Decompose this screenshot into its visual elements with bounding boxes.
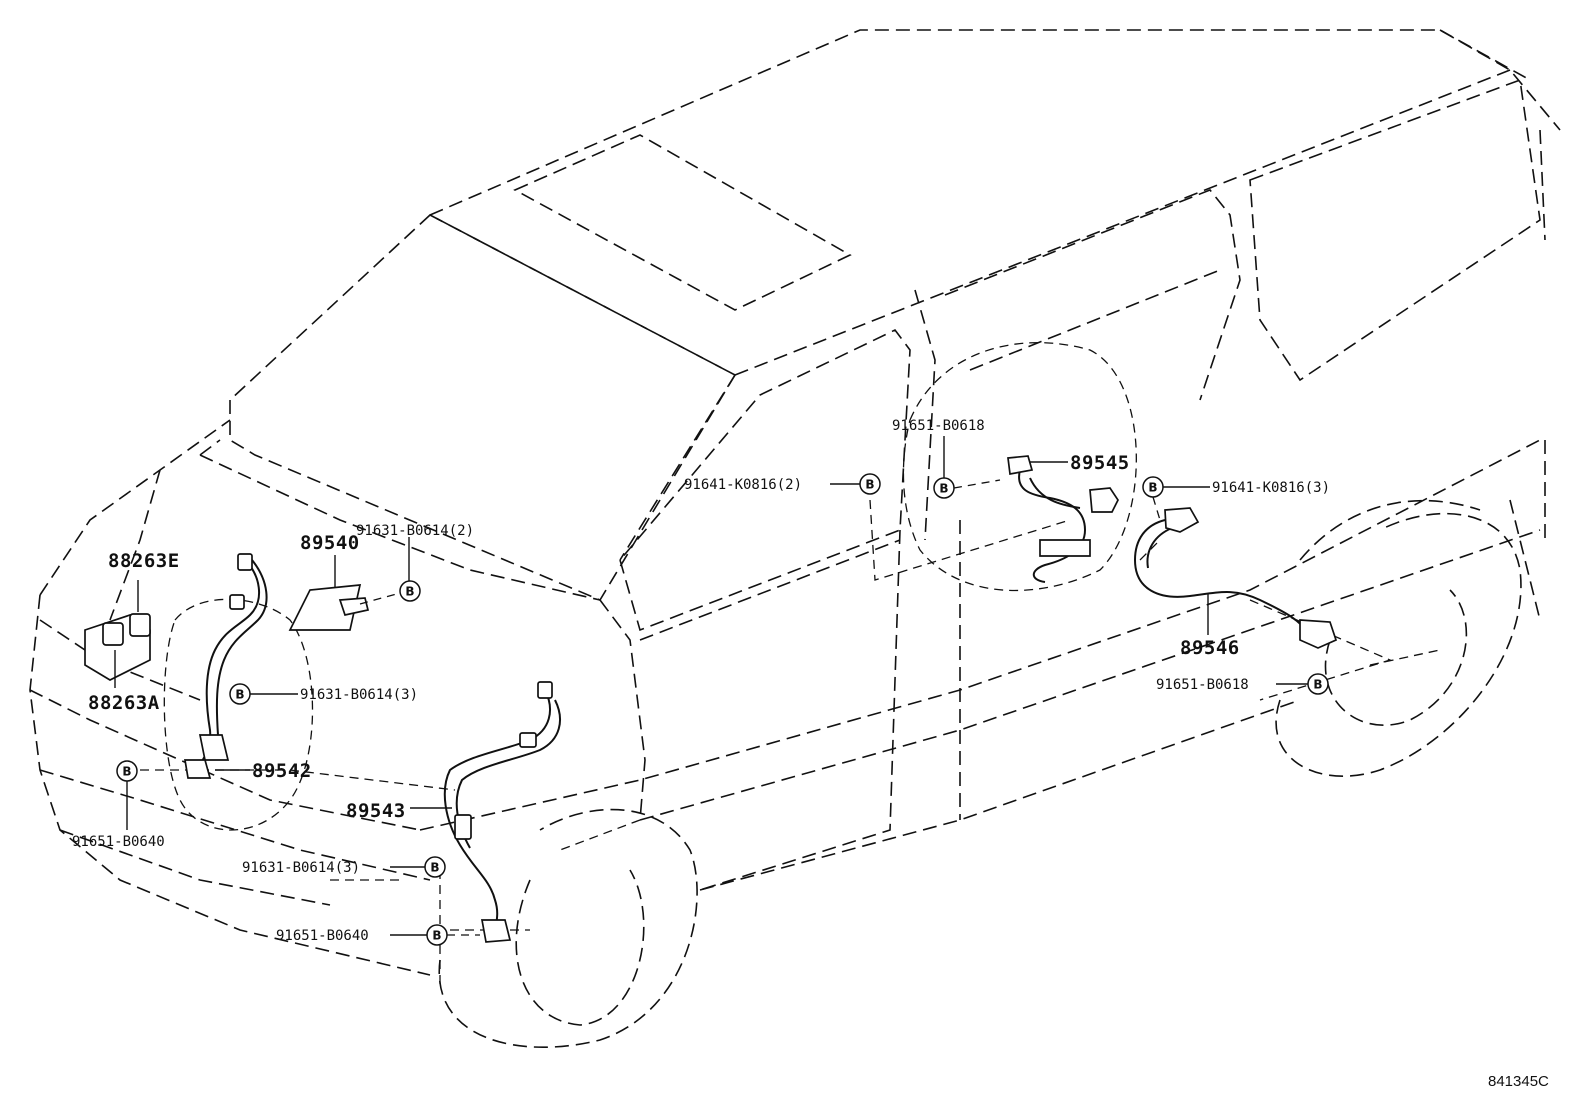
bolt-icon: B [426,924,448,946]
bolt-icon: B [1142,476,1164,498]
label-91651-B0640-left: 91651-B0640 [72,834,165,850]
bolt-icon: B [424,856,446,878]
bolt-symbols: B B B B B B B B B [116,473,1329,946]
label-89542: 89542 [252,760,312,782]
bolt-icon: B [933,477,955,499]
label-91631-B0614-3-lower: 91631-B0614(3) [242,860,360,876]
bolt-icon: B [229,683,251,705]
label-91641-K0816-2: 91641-K0816(2) [684,477,802,493]
label-91631-B0614-3-upper: 91631-B0614(3) [300,687,418,703]
illustration-id: 841345C [1488,1073,1549,1090]
svg-text:B: B [405,585,414,599]
label-91641-K0816-3: 91641-K0816(3) [1212,480,1330,496]
label-88263A: 88263A [88,692,160,714]
label-89546: 89546 [1180,637,1240,659]
label-91631-B0614-2: 91631-B0614(2) [356,523,474,539]
label-91651-B0618-lower: 91651-B0618 [1156,677,1249,693]
label-89540: 89540 [300,532,360,554]
harness-89545 [1007,455,1119,583]
label-91651-B0640-right: 91651-B0640 [276,928,369,944]
bolt-icon: B [116,760,138,782]
label-89545: 89545 [1070,452,1130,474]
harness-89543 [410,681,561,943]
bolt-icon: B [859,473,881,495]
harness-89546 [1133,507,1338,649]
bolt-icon: B [1307,673,1329,695]
label-88263E: 88263E [108,550,180,572]
svg-text:B: B [1148,481,1157,495]
bolt-icon: B [399,580,421,602]
svg-text:B: B [430,861,439,875]
label-89543: 89543 [346,800,406,822]
vehicle-outline [29,29,1561,1048]
svg-text:B: B [865,478,874,492]
svg-text:B: B [235,688,244,702]
relay-88263-group [84,580,151,688]
svg-text:B: B [432,929,441,943]
bolt-leaders [126,436,1308,936]
svg-text:B: B [939,482,948,496]
ecu-89540 [288,555,401,631]
harness-89542 [183,553,268,779]
part-labels: 88263E 88263A 89540 89542 89543 89545 89… [72,418,1549,1090]
svg-text:B: B [122,765,131,779]
label-91651-B0618-upper: 91651-B0618 [892,418,985,434]
svg-text:B: B [1313,678,1322,692]
